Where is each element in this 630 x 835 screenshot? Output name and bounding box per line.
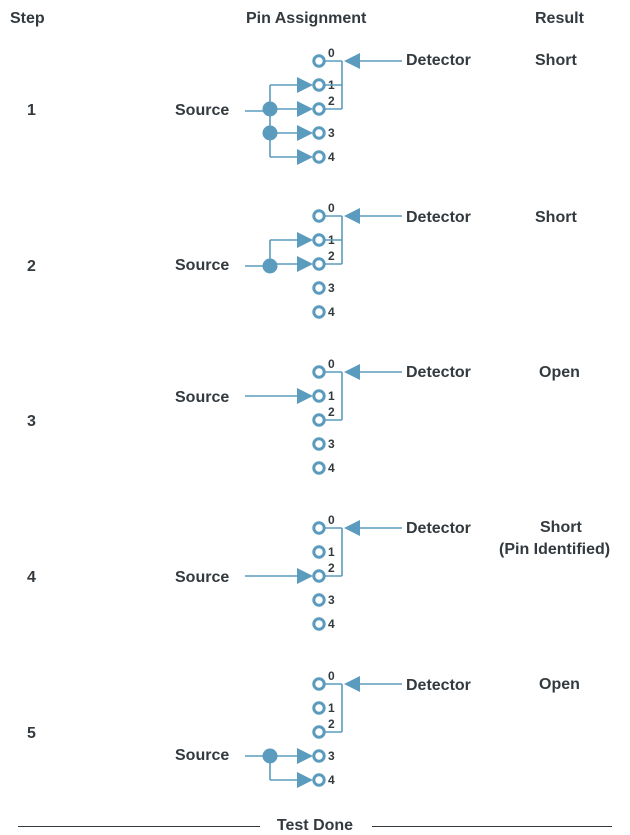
pin-3-step-5 <box>312 749 326 763</box>
pin-number-4-step-4: 4 <box>328 617 335 631</box>
source-arrow-pin-2-step-4 <box>297 568 313 584</box>
pin-number-4-step-3: 4 <box>328 461 335 475</box>
pin-number-1-step-5: 1 <box>328 701 335 715</box>
detector-arrow-step-1 <box>344 53 360 69</box>
pin-number-0-step-3: 0 <box>328 357 335 371</box>
detector-arrow-step-3 <box>344 364 360 380</box>
source-arrow-pin-1-step-1 <box>297 77 313 93</box>
source-label-2: Source <box>175 257 230 274</box>
pin-number-4-step-1: 4 <box>328 150 335 164</box>
pin-2-step-1 <box>312 102 326 116</box>
pin-number-3-step-3: 3 <box>328 437 335 451</box>
detector-label-4: Detector <box>406 520 471 537</box>
footer-rule-left <box>18 826 260 827</box>
pin-assignment-header: Pin Assignment <box>246 10 367 27</box>
pin-3-step-2 <box>312 281 326 295</box>
pin-number-3-step-4: 3 <box>328 593 335 607</box>
detector-arrow-step-2 <box>344 208 360 224</box>
footer-test-done: Test Done <box>0 817 630 835</box>
source-arrow-pin-3-step-1 <box>297 125 313 141</box>
source-arrow-pin-4-step-1 <box>297 149 313 165</box>
footer-rule-right <box>372 826 612 827</box>
pin-number-2-step-1: 2 <box>328 94 335 108</box>
pin-4-step-1 <box>312 150 326 164</box>
source-arrow-pin-4-step-5 <box>297 772 313 788</box>
detector-label-2: Detector <box>406 209 471 226</box>
result-4: Short <box>540 519 582 536</box>
result-2: Short <box>535 209 577 226</box>
pin-number-2-step-3: 2 <box>328 405 335 419</box>
pin-number-4-step-2: 4 <box>328 305 335 319</box>
pin-4-step-4 <box>312 617 326 631</box>
pin-number-3-step-2: 3 <box>328 281 335 295</box>
footer-label: Test Done <box>274 817 356 834</box>
source-arrow-pin-1-step-2 <box>297 232 313 248</box>
step-number-4: 4 <box>27 569 36 586</box>
pin-1-step-4 <box>312 545 326 559</box>
pin-0-step-4 <box>312 521 326 535</box>
pin-number-1-step-3: 1 <box>328 389 335 403</box>
detector-label-3: Detector <box>406 364 471 381</box>
result-1: Short <box>535 52 577 69</box>
detector-label-5: Detector <box>406 677 471 694</box>
result-4-detail: (Pin Identified) <box>499 541 611 558</box>
source-junction-step-2 <box>262 258 278 274</box>
pin-3-step-3 <box>312 437 326 451</box>
detector-label-1: Detector <box>406 52 471 69</box>
pin-number-3-step-5: 3 <box>328 749 335 763</box>
pin-0-step-3 <box>312 365 326 379</box>
source-junction-b-step-1 <box>262 125 278 141</box>
source-label-1: Source <box>175 102 230 119</box>
pin-1-step-2 <box>312 233 326 247</box>
pin-0-step-2 <box>312 209 326 223</box>
pin-number-0-step-4: 0 <box>328 513 335 527</box>
step-number-5: 5 <box>27 725 36 742</box>
pin-3-step-1 <box>312 126 326 140</box>
pin-1-step-5 <box>312 701 326 715</box>
source-arrow-pin-1-step-3 <box>297 388 313 404</box>
detector-arrow-step-5 <box>344 676 360 692</box>
pin-2-step-5 <box>312 725 326 739</box>
pin-2-step-3 <box>312 413 326 427</box>
pin-1-step-1 <box>312 78 326 92</box>
pin-number-0-step-1: 0 <box>328 46 335 60</box>
result-header: Result <box>535 10 584 27</box>
pin-0-step-1 <box>312 54 326 68</box>
pin-4-step-5 <box>312 773 326 787</box>
source-arrow-pin-3-step-5 <box>297 748 313 764</box>
source-label-3: Source <box>175 389 230 406</box>
pin-4-step-3 <box>312 461 326 475</box>
pin-number-0-step-2: 0 <box>328 201 335 215</box>
detector-arrow-step-4 <box>344 520 360 536</box>
pin-2-step-4 <box>312 569 326 583</box>
source-label-5: Source <box>175 747 230 764</box>
source-junction-a-step-1 <box>262 101 278 117</box>
pin-number-0-step-5: 0 <box>328 669 335 683</box>
source-arrow-pin-2-step-1 <box>297 101 313 117</box>
source-junction-step-5 <box>262 748 278 764</box>
pin-number-3-step-1: 3 <box>328 126 335 140</box>
pin-4-step-2 <box>312 305 326 319</box>
pin-number-2-step-4: 2 <box>328 561 335 575</box>
pin-number-1-step-4: 1 <box>328 545 335 559</box>
result-3: Open <box>539 364 580 381</box>
result-5: Open <box>539 676 580 693</box>
step-number-1: 1 <box>27 102 36 119</box>
pin-number-2-step-5: 2 <box>328 717 335 731</box>
pin-number-2-step-2: 2 <box>328 249 335 263</box>
step-number-2: 2 <box>27 258 36 275</box>
pin-3-step-4 <box>312 593 326 607</box>
pin-1-step-3 <box>312 389 326 403</box>
step-number-3: 3 <box>27 413 36 430</box>
source-arrow-pin-2-step-2 <box>297 256 313 272</box>
pin-number-4-step-5: 4 <box>328 773 335 787</box>
pin-2-step-2 <box>312 257 326 271</box>
pin-0-step-5 <box>312 677 326 691</box>
step-header: Step <box>10 10 45 27</box>
source-label-4: Source <box>175 569 230 586</box>
